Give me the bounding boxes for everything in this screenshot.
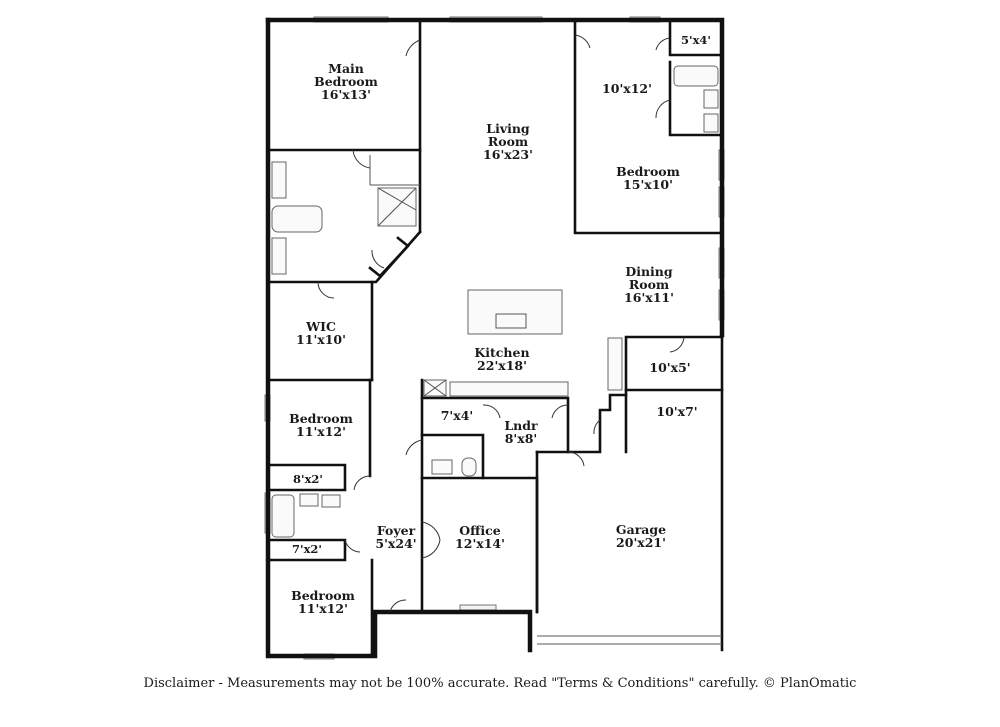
dining-room-label-1: Dining <box>625 264 673 279</box>
dining-room-size: 16'x11' <box>624 290 674 305</box>
bedroom-ne-label: Bedroom <box>616 164 680 179</box>
laundry-label: Lndr <box>504 418 538 433</box>
interior-walls <box>266 18 724 658</box>
kitchen-size: 22'x18' <box>477 358 527 373</box>
pantry-size: 7'x4' <box>441 408 474 423</box>
main-bedroom-size: 16'x13' <box>321 87 371 102</box>
closet-ne-size: 5'x4' <box>681 33 711 47</box>
laundry-size: 8'x8' <box>505 431 538 446</box>
bedroom-w1-size: 11'x12' <box>296 424 346 439</box>
room-labels: Main Bedroom 16'x13' Living Room 16'x23'… <box>289 33 711 616</box>
bath-ne-size: 10'x12' <box>602 81 652 96</box>
living-room-label-1: Living <box>486 121 530 136</box>
wic-size: 11'x10' <box>296 332 346 347</box>
garage-label: Garage <box>616 522 666 537</box>
living-room-label-2: Room <box>488 134 528 149</box>
closet-w1-size: 8'x2' <box>293 472 323 486</box>
bedroom-w1-label: Bedroom <box>289 411 353 426</box>
foyer-size: 5'x24' <box>375 536 416 551</box>
office-label: Office <box>459 523 501 538</box>
doors <box>317 34 685 613</box>
garage-size: 20'x21' <box>616 535 666 550</box>
bedroom-w2-size: 11'x12' <box>298 601 348 616</box>
main-bedroom-label-2: Bedroom <box>314 74 378 89</box>
office-size: 12'x14' <box>455 536 505 551</box>
kitchen-label: Kitchen <box>474 345 529 360</box>
dining-room-label-2: Room <box>629 277 669 292</box>
bedroom-ne-size: 15'x10' <box>623 177 673 192</box>
foyer-label: Foyer <box>377 523 416 538</box>
living-room-size: 16'x23' <box>483 147 533 162</box>
floor-plan: Main Bedroom 16'x13' Living Room 16'x23'… <box>264 16 725 660</box>
bedroom-w2-label: Bedroom <box>291 588 355 603</box>
wic-label: WIC <box>305 319 336 334</box>
main-bedroom-label-1: Main <box>328 61 364 76</box>
closet-w2-size: 7'x2' <box>292 542 322 556</box>
garage-storage-size: 10'x7' <box>656 404 697 419</box>
disclaimer-text: Disclaimer - Measurements may not be 100… <box>143 676 857 691</box>
mud-room-size: 10'x5' <box>649 360 690 375</box>
